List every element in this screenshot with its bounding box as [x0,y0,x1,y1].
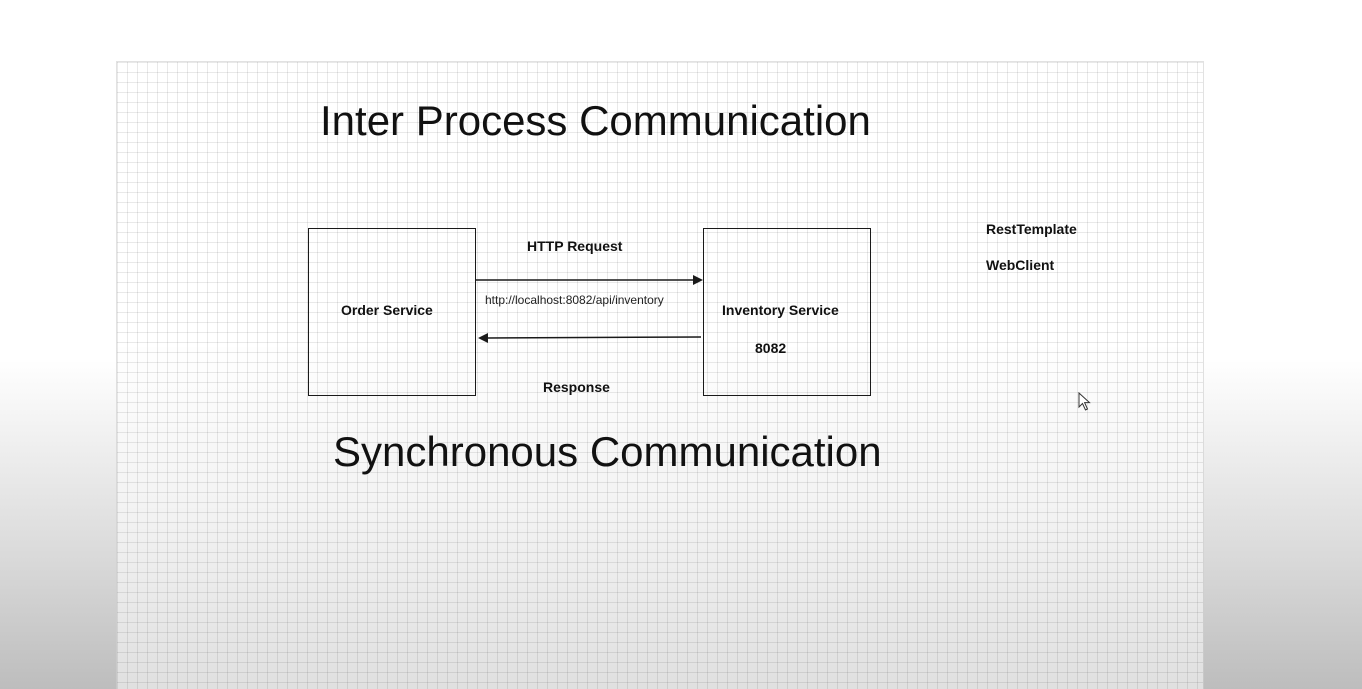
diagram-canvas[interactable] [116,61,1204,689]
response-label: Response [543,379,610,395]
resttemplate-label: RestTemplate [986,221,1077,237]
request-arrow[interactable] [476,275,703,285]
diagram-subtitle: Synchronous Communication [333,428,882,475]
inventory-service-label: Inventory Service [722,302,839,318]
inventory-service-port: 8082 [755,340,787,356]
inventory-service-box[interactable] [703,228,871,396]
webclient-label: WebClient [986,257,1055,273]
http-request-label: HTTP Request [527,238,623,254]
request-url-label: http://localhost:8082/api/inventory [485,293,664,307]
diagram-title: Inter Process Communication [320,97,871,144]
order-service-label: Order Service [341,302,433,318]
order-service-box[interactable] [308,228,476,396]
response-arrow[interactable] [478,333,702,343]
mouse-pointer-icon [1078,392,1091,411]
